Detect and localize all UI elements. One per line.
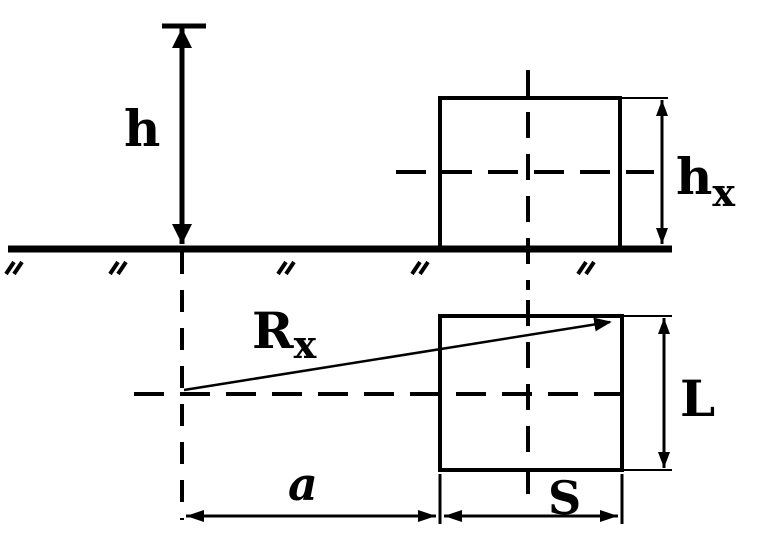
rx-radius-line <box>183 317 612 392</box>
label-h: h <box>124 99 160 158</box>
s-dimension <box>444 474 624 524</box>
elevation-centerlines <box>396 70 654 290</box>
ground-hatches <box>4 260 596 276</box>
label-L: L <box>680 369 715 428</box>
l-dimension <box>622 315 672 471</box>
mast-height-dimension <box>162 23 206 244</box>
label-rx: Rx <box>252 301 317 367</box>
a-dimension <box>186 474 442 524</box>
hx-dimension <box>622 97 668 248</box>
label-S: S <box>548 471 581 525</box>
label-hx: hx <box>676 147 735 215</box>
label-a: a <box>288 457 318 511</box>
